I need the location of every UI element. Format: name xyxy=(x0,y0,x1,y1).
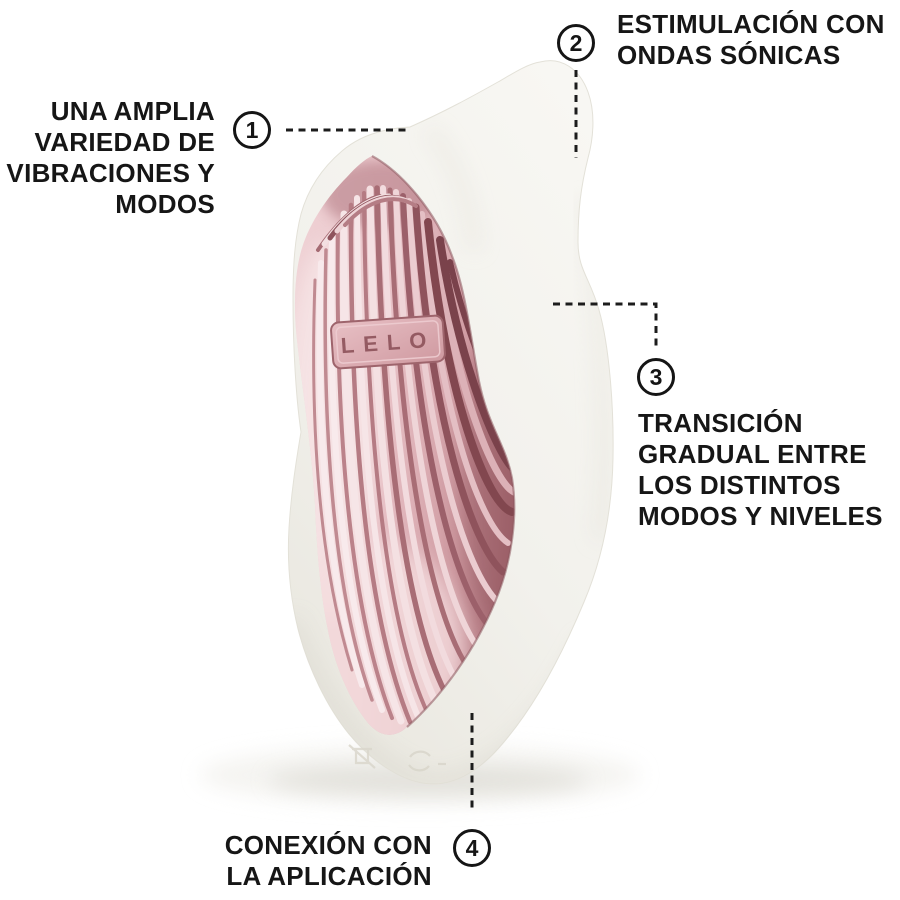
certification-marks xyxy=(348,744,446,772)
brand-plaque: LELO xyxy=(330,314,446,370)
callout-3-label: TRANSICIÓN GRADUAL ENTRE LOS DISTINTOS M… xyxy=(638,408,900,532)
callout-4-label: CONEXIÓN CON LA APLICACIÓN xyxy=(150,830,432,892)
callout-4-line: LA APLICACIÓN xyxy=(226,861,432,891)
callout-3-line: GRADUAL ENTRE xyxy=(638,439,867,469)
callout-1-label: UNA AMPLIA VARIEDAD DE VIBRACIONES Y MOD… xyxy=(0,96,215,220)
callout-3-line: TRANSICIÓN xyxy=(638,408,803,438)
callout-4-line: CONEXIÓN CON xyxy=(224,830,432,860)
callout-2-line: ESTIMULACIÓN CON xyxy=(617,9,885,39)
callout-3-line: MODOS Y NIVELES xyxy=(638,501,883,531)
callout-2-label: ESTIMULACIÓN CON ONDAS SÓNICAS xyxy=(617,9,900,71)
callout-3-badge: 3 xyxy=(637,358,675,396)
callout-1-line: VARIEDAD DE xyxy=(34,127,215,157)
callout-1-badge: 1 xyxy=(233,111,271,149)
callout-2-badge: 2 xyxy=(557,24,595,62)
callout-2-line: ONDAS SÓNICAS xyxy=(617,40,841,70)
callout-1-line: MODOS xyxy=(115,189,215,219)
callout-3-line: LOS DISTINTOS xyxy=(638,470,841,500)
callout-3-connector xyxy=(553,302,658,351)
callout-4-badge: 4 xyxy=(453,829,491,867)
callout-1-line: VIBRACIONES Y xyxy=(6,158,215,188)
plate-seam xyxy=(371,155,516,728)
callout-1-line: UNA AMPLIA xyxy=(50,96,215,126)
